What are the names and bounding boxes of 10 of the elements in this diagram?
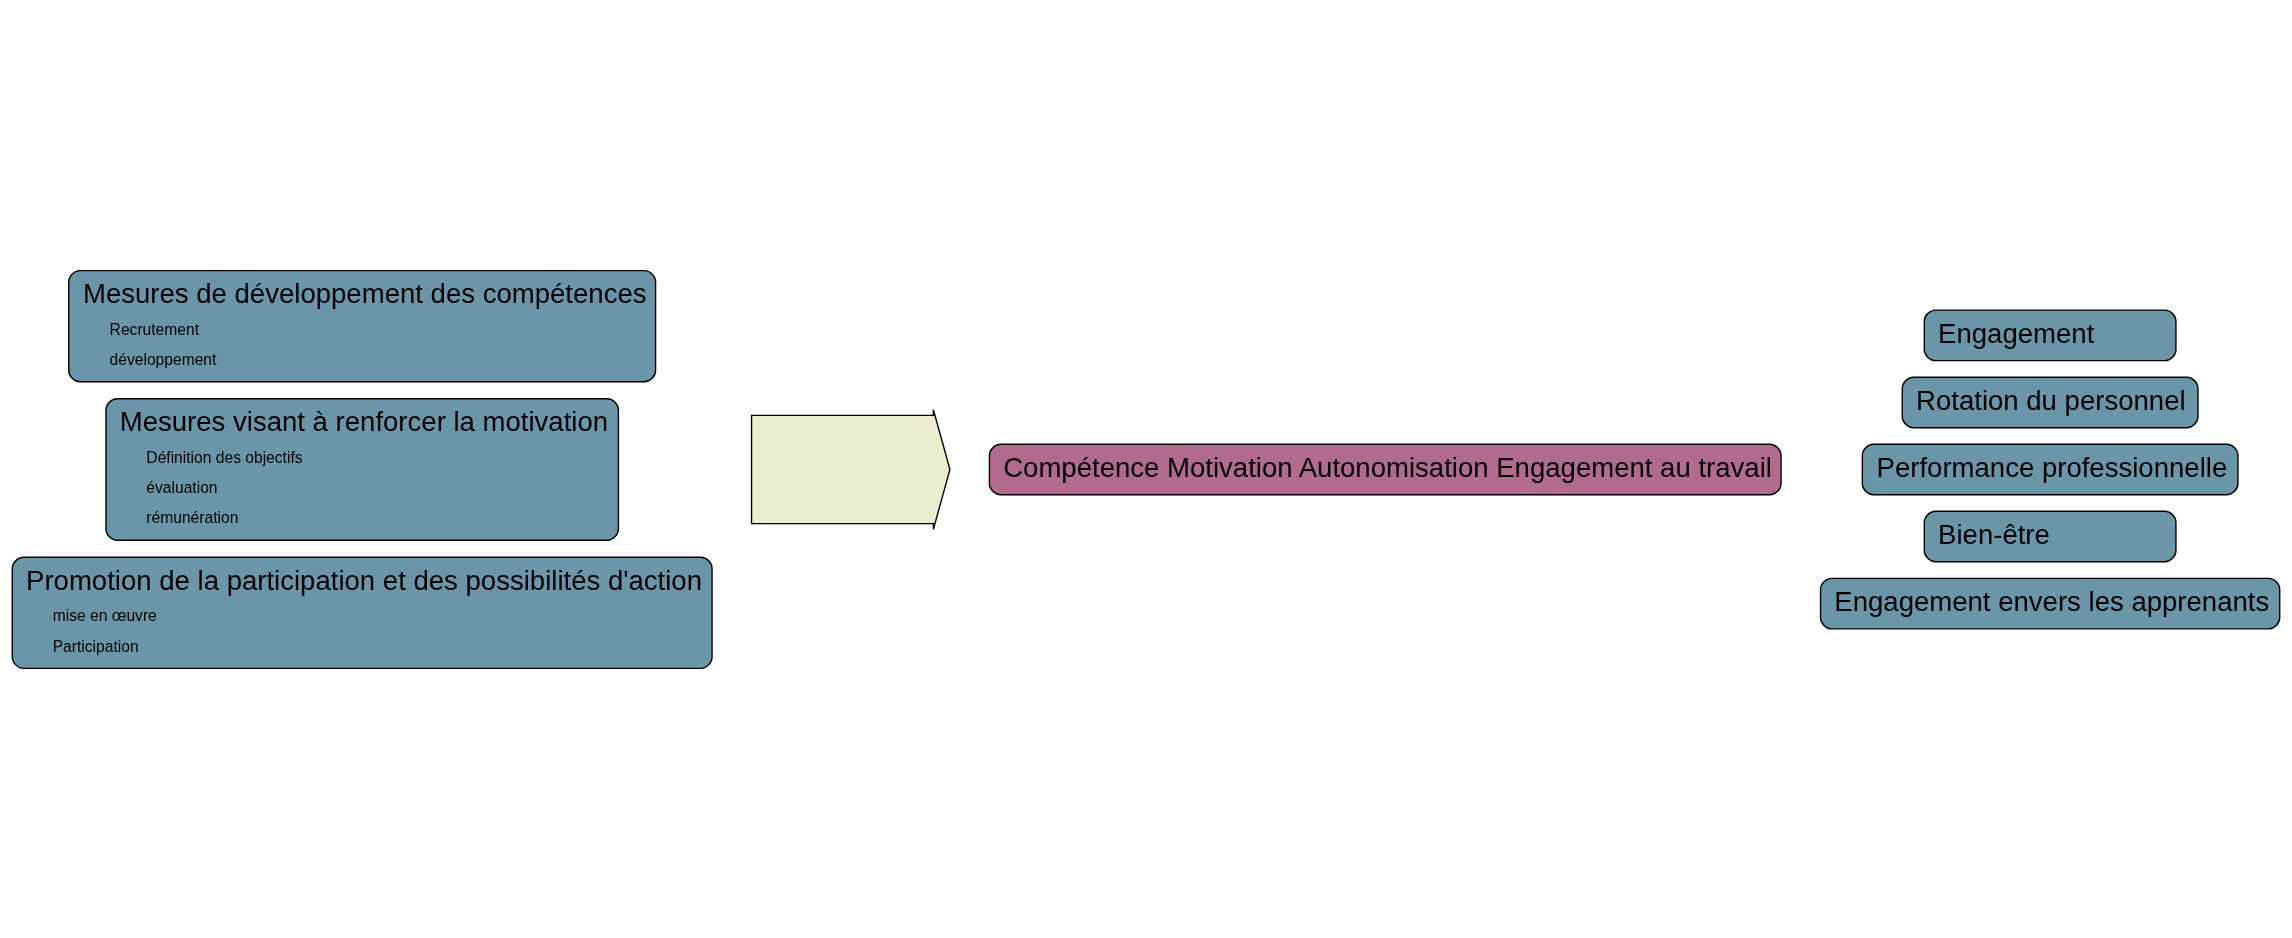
node-box: Promotion de la participation et des possibilités d'action mise en œuvre Participation	[11, 556, 713, 669]
node-box: Mesures visant à renforcer la motivation Définition des objectifs évaluation rémunération	[105, 397, 620, 541]
node-box: Compétence Motivation Autonomisation Engagement au travail	[988, 443, 1782, 495]
node-arrow	[750, 408, 951, 530]
node-box: Mesures de développement des compétences Recrutement développement	[68, 269, 657, 382]
node-box: Performance professionnelle	[1861, 443, 2239, 495]
node-box: Bien-être	[1923, 510, 2177, 562]
node-box: Engagement	[1923, 308, 2177, 361]
node-box: Engagement envers les apprenants	[1819, 577, 2281, 630]
node-box: Rotation du personnel	[1901, 376, 2199, 428]
